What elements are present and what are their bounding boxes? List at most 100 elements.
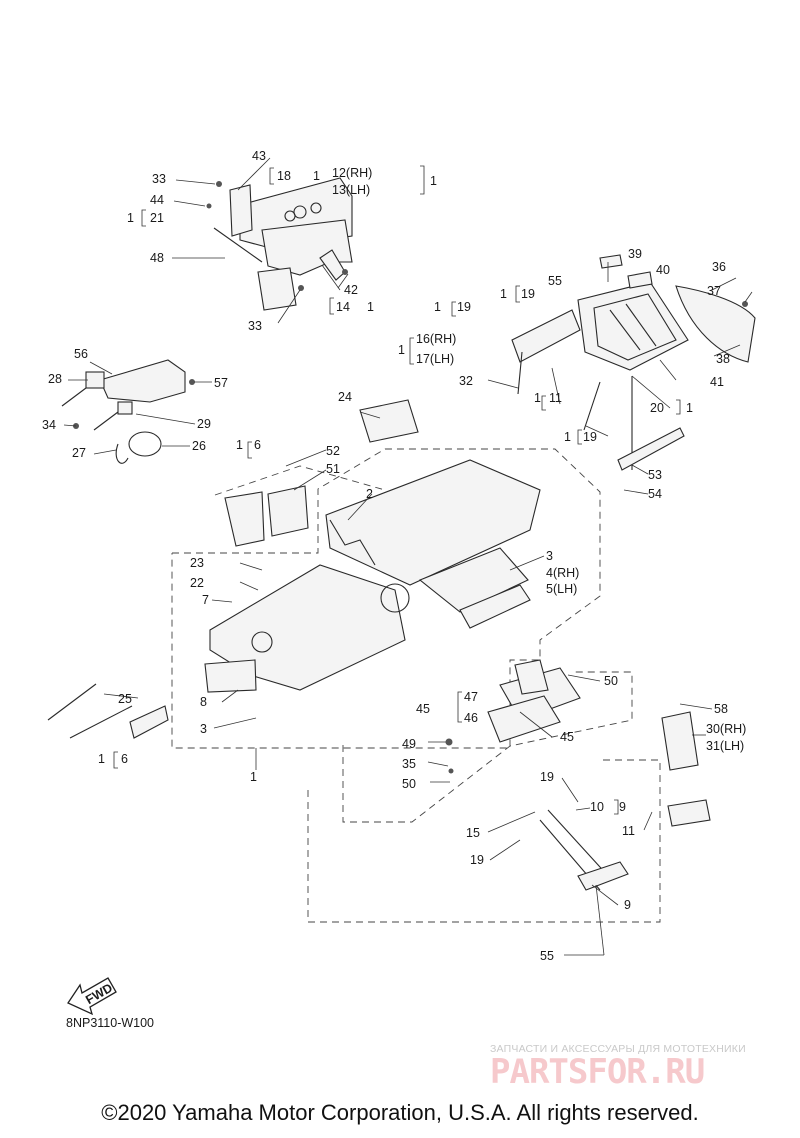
fwd-arrow-icon: FWD xyxy=(67,977,117,1016)
leader-lines xyxy=(63,157,753,956)
callout-label: 31(LH) xyxy=(706,739,744,753)
main-frame-assembly xyxy=(47,399,541,739)
callout-label: 49 xyxy=(402,737,416,751)
callout-label: 8 xyxy=(200,695,207,709)
callout-label: 45 xyxy=(560,730,574,744)
callout-label: 7 xyxy=(202,593,209,607)
callout-label: 14 xyxy=(336,300,350,314)
callout-label: 1 xyxy=(500,287,507,301)
callout-label: 19 xyxy=(457,300,471,314)
callout-label: 19 xyxy=(583,430,597,444)
callout-label: 16(RH) xyxy=(416,332,456,346)
callout-label: 40 xyxy=(656,263,670,277)
callout-label: 19 xyxy=(470,853,484,867)
callout-label: 47 xyxy=(464,690,478,704)
callout-label: 23 xyxy=(190,556,204,570)
callout-label: 39 xyxy=(628,247,642,261)
callout-label: 1 xyxy=(564,430,571,444)
diagram-code: 8NP3110-W100 xyxy=(66,1016,155,1030)
rear-rack-assembly xyxy=(511,254,756,471)
callout-label: 1 xyxy=(534,391,541,405)
callout-label: 12(RH) xyxy=(332,166,372,180)
callout-label: 20 xyxy=(650,401,664,415)
callout-label: 35 xyxy=(402,757,416,771)
callout-label: 1 xyxy=(430,174,437,188)
callout-label: 51 xyxy=(326,462,340,476)
callout-label: 32 xyxy=(459,374,473,388)
callout-label: 30(RH) xyxy=(706,722,746,736)
callout-label: 24 xyxy=(338,390,352,404)
callout-label: 26 xyxy=(192,439,206,453)
callout-label: 55 xyxy=(540,949,554,963)
callout-label: 13(LH) xyxy=(332,183,370,197)
frame-group-outline xyxy=(171,448,601,749)
callout-label: 48 xyxy=(150,251,164,265)
callout-label: 37 xyxy=(707,284,721,298)
watermark-tagline: ЗАПЧАСТИ И АКСЕССУАРЫ ДЛЯ МОТОТЕХНИКИ xyxy=(490,1043,746,1055)
callout-brackets xyxy=(113,165,681,815)
footrest-group-outline xyxy=(342,671,633,823)
callout-label: 1 xyxy=(98,752,105,766)
callout-label: 9 xyxy=(619,800,626,814)
callout-label: 33 xyxy=(152,172,166,186)
callout-label: 1 xyxy=(398,343,405,357)
callout-label: 44 xyxy=(150,193,164,207)
callout-label: 1 xyxy=(686,401,693,415)
callout-label: 52 xyxy=(326,444,340,458)
callout-label: 28 xyxy=(48,372,62,386)
callout-label: 9 xyxy=(624,898,631,912)
callout-label: 4(RH) xyxy=(546,566,579,580)
callout-label: 57 xyxy=(214,376,228,390)
callout-label: 18 xyxy=(277,169,291,183)
callout-label: 6 xyxy=(254,438,261,452)
callout-label: 42 xyxy=(344,283,358,297)
callout-label: 50 xyxy=(402,777,416,791)
callout-label: 6 xyxy=(121,752,128,766)
bracket-group-outline xyxy=(307,759,661,923)
callout-label: 3 xyxy=(200,722,207,736)
footrest-assembly xyxy=(445,659,711,891)
callout-label: 56 xyxy=(74,347,88,361)
callout-label: 34 xyxy=(42,418,56,432)
callout-label: 19 xyxy=(521,287,535,301)
steering-bracket-assembly xyxy=(206,177,353,311)
callout-label: 54 xyxy=(648,487,662,501)
callout-label: 58 xyxy=(714,702,728,716)
callout-label: 5(LH) xyxy=(546,582,577,596)
callout-label: 41 xyxy=(710,375,724,389)
panel-group-outline xyxy=(214,465,386,496)
callout-label: 1 xyxy=(434,300,441,314)
callout-label: 53 xyxy=(648,468,662,482)
watermark-logo: PARTSFOR.RU xyxy=(490,1052,705,1092)
callout-label: 1 xyxy=(313,169,320,183)
callout-label: 45 xyxy=(416,702,430,716)
callout-label: 3 xyxy=(546,549,553,563)
callout-label: 1 xyxy=(250,770,257,784)
callout-label: 11 xyxy=(549,391,562,405)
callout-label: 55 xyxy=(548,274,562,288)
callout-label: 25 xyxy=(118,692,132,706)
callout-label: 15 xyxy=(466,826,480,840)
callout-label: 46 xyxy=(464,711,478,725)
callout-label: 29 xyxy=(197,417,211,431)
callout-label: 1 xyxy=(236,438,243,452)
callout-label: 17(LH) xyxy=(416,352,454,366)
callout-label: 21 xyxy=(150,211,164,225)
callout-label: 36 xyxy=(712,260,726,274)
callout-label: 38 xyxy=(716,352,730,366)
callout-label: 22 xyxy=(190,576,204,590)
callout-label: 19 xyxy=(540,770,554,784)
callout-label: 1 xyxy=(367,300,374,314)
callout-label: 43 xyxy=(252,149,266,163)
callout-label: 33 xyxy=(248,319,262,333)
callout-label: 27 xyxy=(72,446,86,460)
callout-label: 2 xyxy=(366,487,373,501)
callout-label: 1 xyxy=(127,211,134,225)
copyright-notice: ©2020 Yamaha Motor Corporation, U.S.A. A… xyxy=(101,1100,699,1125)
electrical-components xyxy=(61,359,195,464)
callout-label: 10 xyxy=(590,800,604,814)
callout-label: 50 xyxy=(604,674,618,688)
